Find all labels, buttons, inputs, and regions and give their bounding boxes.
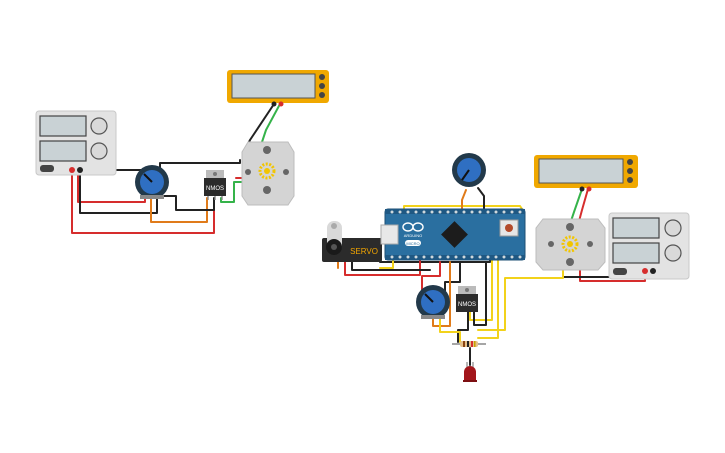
arduino-usb-port [380,224,399,245]
power-supply-left-display-top [39,115,87,137]
resistor[interactable] [452,341,486,347]
motor-gear-icon-right [561,235,579,253]
power-supply-left-switch[interactable] [40,165,54,172]
wire-yellow-pot-right[interactable] [439,317,461,343]
power-supply-left-display-bottom [39,140,87,162]
multimeter-left-probe-pos[interactable] [278,101,284,107]
multimeter-right-display [538,158,624,184]
power-supply-right-display-bottom [612,242,660,264]
arduino-model-label: MICRO [406,241,419,246]
dc-motor-left[interactable] [241,141,295,206]
power-supply-right-terminal-neg[interactable] [650,268,656,274]
led[interactable] [463,362,477,382]
potentiometer-bottom[interactable] [416,285,450,319]
dc-motor-right[interactable] [535,218,606,271]
power-supply-left-knob-voltage[interactable] [90,117,108,135]
power-supply-left[interactable] [35,110,117,176]
multimeter-left-probe-neg[interactable] [271,101,277,107]
wire-yellow-led[interactable] [477,257,499,339]
wire-green-left-mos[interactable] [220,181,245,203]
nmos-left[interactable]: NMOS [204,170,226,200]
wire-red-left-supply[interactable] [71,169,215,234]
potentiometer-left[interactable] [135,165,169,199]
multimeter-left[interactable] [227,70,329,107]
wire-yellow-right-motor[interactable] [477,269,564,331]
power-supply-right-switch[interactable] [613,268,627,275]
power-supply-left-terminal-neg[interactable] [77,167,83,173]
servo[interactable]: SERVO [322,221,382,262]
wire-green-left-meter[interactable] [261,103,281,143]
power-supply-right-terminal-pos[interactable] [642,268,648,274]
wire-black-left-mos[interactable] [161,195,215,211]
power-supply-left-knob-current[interactable] [90,142,108,160]
wire-black-left-ground[interactable] [79,169,158,214]
arduino-brand-label: ARDUINO [404,233,422,238]
wire-black-top-pot[interactable] [477,187,485,211]
arduino-header-bottom [390,255,522,259]
wire-yellow-arduino-mos[interactable] [469,257,493,321]
power-supply-right-display-top [612,217,660,239]
power-supply-right[interactable] [608,212,690,280]
power-supply-left-terminal-pos[interactable] [69,167,75,173]
multimeter-right-probe-neg[interactable] [579,186,585,192]
wire-black-servo[interactable] [351,261,431,271]
wire-black-mos-right[interactable] [457,311,469,343]
wire-black-left-top[interactable] [81,159,241,171]
nmos-right[interactable]: NMOS [456,286,478,312]
wire-orange-pot-right[interactable] [432,261,451,327]
wires [71,103,654,366]
wire-black-arduino-bottom[interactable] [379,259,491,263]
wire-red-servo[interactable] [344,259,421,276]
arduino-header-top [390,210,522,214]
arduino-micro[interactable]: ARDUINO MICRO [380,208,526,261]
wire-black-pot-right[interactable] [444,261,461,293]
power-supply-right-knob-voltage[interactable] [664,219,682,237]
motor-gear-icon [258,162,276,180]
arduino-logo-icon [402,222,424,232]
power-supply-right-knob-current[interactable] [664,244,682,262]
wire-red-pot-right[interactable] [421,261,441,291]
potentiometer-top[interactable] [452,153,486,187]
multimeter-right-probe-pos[interactable] [586,186,592,192]
wire-red-left-pot[interactable] [77,171,146,203]
servo-label: SERVO [350,247,378,256]
wire-orange-top-pot[interactable] [461,189,467,211]
nmos-right-label: NMOS [458,302,476,308]
multimeter-right[interactable] [534,155,638,192]
nmos-left-label: NMOS [206,186,224,192]
multimeter-left-display [231,73,316,99]
wire-yellow-arduino-left[interactable] [379,257,394,269]
wire-black-mos-right2[interactable] [473,261,487,326]
